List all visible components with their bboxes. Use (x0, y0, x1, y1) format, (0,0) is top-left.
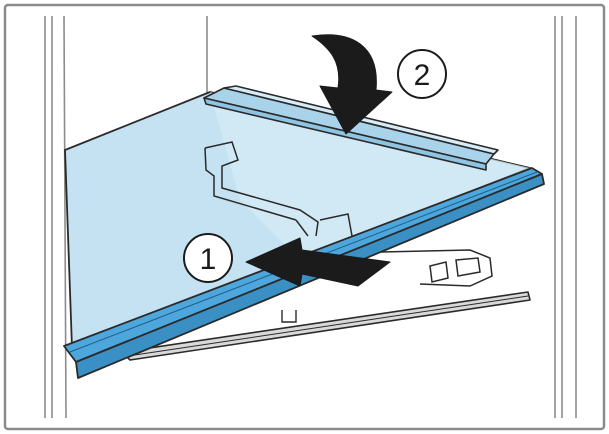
curved-arrow-down-icon (311, 34, 393, 135)
cabinet-walls (44, 15, 577, 419)
arrow-left-icon (245, 237, 391, 287)
step-2-marker: 2 (397, 49, 447, 99)
step-2-label: 2 (414, 59, 431, 92)
step-1-label: 1 (200, 243, 217, 276)
shelf-bracket (204, 141, 353, 237)
side-runner (379, 249, 493, 287)
glass-shelf (63, 85, 545, 379)
step-1-marker: 1 (183, 233, 233, 283)
